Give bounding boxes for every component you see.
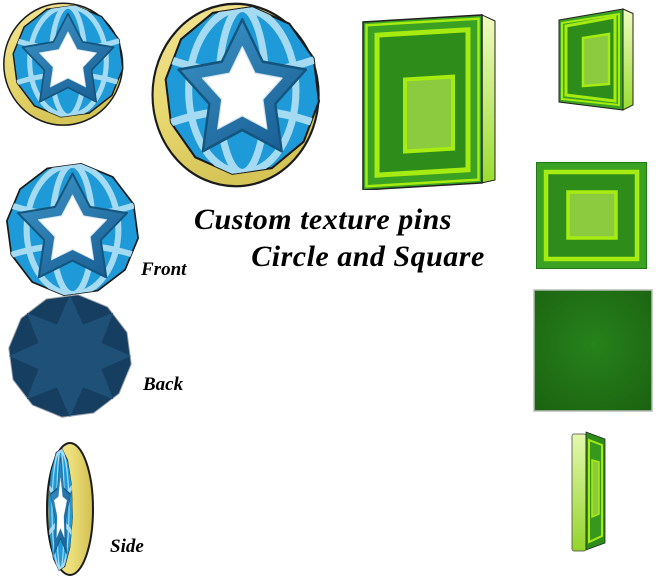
square-pin-front-face (362, 14, 483, 190)
pin-back-burst-pattern (8, 294, 132, 418)
circle-pin-front-icon (5, 162, 140, 297)
title-line1: Custom texture pins (194, 203, 452, 236)
square-pin-front-face (558, 8, 624, 111)
square-side-edge (571, 433, 587, 552)
square-pin-front-icon (536, 162, 647, 269)
pin-side-face-sliver (48, 449, 73, 571)
side-view-label: Side (110, 536, 144, 557)
square-pin-large-three-quarter-icon (362, 14, 496, 190)
square-pin-side-face (481, 14, 496, 184)
circle-pin-small-three-quarter-icon (2, 2, 125, 127)
square-pin-back-icon (533, 289, 653, 412)
square-pin-side-face (622, 8, 634, 111)
square-pin-side-icon (571, 431, 606, 552)
circle-pin-large-three-quarter-icon (150, 2, 322, 189)
square-side-face-sliver (585, 431, 606, 551)
title-line2: Circle and Square (251, 240, 485, 273)
square-pin-small-three-quarter-icon (558, 8, 634, 111)
circle-pin-side-icon (46, 442, 94, 576)
front-view-label: Front (141, 259, 187, 280)
back-view-label: Back (143, 374, 184, 395)
circle-pin-back-icon (8, 294, 132, 418)
